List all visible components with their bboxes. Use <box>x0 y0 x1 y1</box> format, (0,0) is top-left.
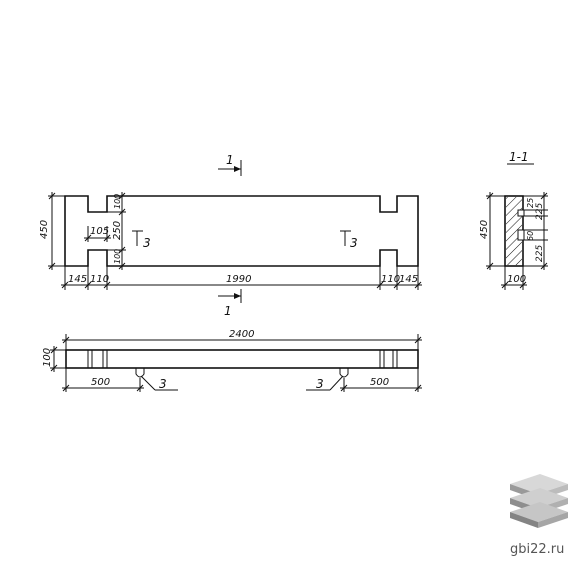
dim-height: 450 <box>39 192 65 270</box>
section-groove-top <box>517 209 525 217</box>
section-dim-bottom-label: 225 <box>535 245 545 262</box>
plan-loop-mark-left-label: 3 <box>143 236 151 250</box>
plan-loop-mark-right-label: 3 <box>350 236 358 250</box>
section-cut-top: 1 <box>218 153 242 176</box>
dim-middle-span-label: 1990 <box>226 274 251 285</box>
section-dim-top-upper-label: 225 <box>535 203 545 220</box>
section-cut-top-label: 1 <box>226 153 234 167</box>
dim-height-label: 450 <box>39 220 50 239</box>
dim-middle-label: 250 <box>112 221 123 240</box>
section-view: 1-1 450 <box>479 150 548 290</box>
section-dim-mid-small-label: 60 <box>526 231 535 241</box>
elevation-loop-mark-left-label: 3 <box>159 377 167 391</box>
dim-thickness: 100 <box>42 346 66 372</box>
dim-left-offset: 500 <box>62 368 144 392</box>
lifting-loop-left <box>135 368 145 378</box>
section-dim-top-small-label: 25 <box>526 198 535 208</box>
dim-length: 2400 <box>62 329 422 350</box>
plan-loop-mark-right: 3 <box>340 230 358 250</box>
section-groove-mid <box>517 229 525 241</box>
section-cut-bottom: 1 <box>218 289 242 318</box>
dim-left-notch-label: 110 <box>90 274 109 285</box>
dim-left-offset-label: 500 <box>91 377 110 388</box>
lifting-loop-right <box>339 368 349 378</box>
section-dim-width: 100 <box>501 266 527 290</box>
section-title: 1-1 <box>509 150 529 164</box>
dim-right-offset-label: 500 <box>370 377 389 388</box>
section-cut-bottom-label: 1 <box>224 304 232 318</box>
elevation-loop-mark-right: 3 <box>306 375 344 391</box>
section-dim-height: 450 <box>479 192 505 270</box>
elevation-outline <box>65 349 419 369</box>
section-dim-chain: 225 25 60 225 <box>523 192 548 270</box>
section-dim-height-label: 450 <box>479 220 490 239</box>
plan-loop-mark-left: 3 <box>132 230 151 250</box>
dim-length-label: 2400 <box>229 329 254 340</box>
plan-view: 1 1 3 3 450 <box>39 153 422 318</box>
dim-notch-depth-label: 100 <box>113 194 122 209</box>
dim-notch-width-label: 105 <box>90 226 109 237</box>
dim-notch-stack: 100 250 100 <box>107 192 126 270</box>
dim-notch-bottom-label: 100 <box>113 249 122 264</box>
dim-right-notch-label: 110 <box>381 274 400 285</box>
dim-left-end-label: 145 <box>68 274 87 285</box>
dim-right-offset: 500 <box>340 368 422 392</box>
elevation-loop-mark-right-label: 3 <box>316 377 324 391</box>
stacked-slabs-icon <box>510 474 568 528</box>
dim-thickness-label: 100 <box>42 348 53 367</box>
section-dim-width-label: 100 <box>507 274 526 285</box>
dim-bottom-chain: 145 110 1990 110 145 <box>61 266 422 290</box>
elevation-loop-mark-left: 3 <box>140 375 178 391</box>
dim-right-end-label: 145 <box>399 274 418 285</box>
watermark-site[interactable]: gbi22.ru <box>510 542 564 557</box>
dim-notch-width: 105 <box>84 226 111 242</box>
elevation-view: 2400 100 500 500 <box>42 329 422 392</box>
